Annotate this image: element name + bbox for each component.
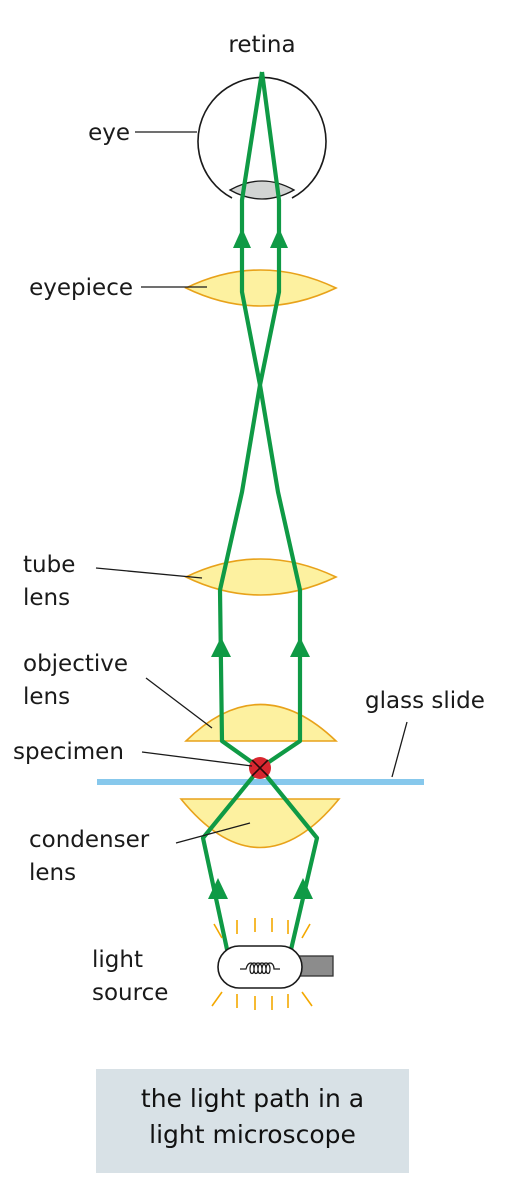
specimen-leader-line bbox=[141, 751, 253, 767]
objective-lens-leader-line bbox=[145, 677, 213, 729]
ray-arrow-eye-right bbox=[270, 228, 288, 248]
light-source-label-line-2: source bbox=[92, 980, 168, 1006]
glass-slide-leader-line bbox=[391, 721, 408, 778]
tube-lens bbox=[184, 558, 338, 596]
eye bbox=[197, 76, 327, 200]
condenser-lens-leader-line bbox=[175, 822, 251, 844]
eyepiece-label: eyepiece bbox=[29, 275, 133, 301]
eyepiece-lens bbox=[184, 269, 338, 307]
eye-label: eye bbox=[88, 120, 130, 146]
light-rays bbox=[200, 71, 320, 955]
specimen bbox=[249, 757, 271, 779]
tube-lens-label-line-1: tube bbox=[23, 552, 75, 578]
condenser-lens bbox=[179, 798, 341, 849]
condenser-lens-label-line-1: condenser bbox=[29, 827, 150, 853]
glass-slide bbox=[97, 779, 424, 785]
light-source-label-line-1: light bbox=[92, 947, 143, 973]
bulb-base bbox=[297, 955, 334, 977]
objective-lens-label-line-2: lens bbox=[23, 684, 70, 710]
bulb-glass bbox=[217, 945, 303, 989]
glass-slide-label: glass slide bbox=[365, 688, 485, 714]
objective-lens-label-line-1: objective bbox=[23, 651, 128, 677]
tube-lens-label-line-2: lens bbox=[23, 585, 70, 611]
caption-text: the light path in a light microscope bbox=[140, 1084, 365, 1149]
caption-box: the light path in a light microscope bbox=[96, 1069, 409, 1173]
bulb-glow-lines bbox=[211, 918, 313, 1010]
ray-arrow-tube-right bbox=[290, 637, 310, 657]
condenser-lens-label-line-2: lens bbox=[29, 860, 76, 886]
ray-arrow-source-left bbox=[208, 878, 228, 899]
ray-arrow-tube-left bbox=[211, 637, 231, 657]
eyeball bbox=[197, 76, 327, 199]
retina-label: retina bbox=[228, 32, 295, 58]
ray-arrow-eye-left bbox=[233, 228, 251, 248]
bulb-filament bbox=[240, 962, 280, 975]
light-bulb bbox=[211, 918, 334, 1010]
specimen-label: specimen bbox=[13, 739, 124, 765]
ray-arrow-source-right bbox=[293, 878, 313, 899]
objective-lens bbox=[184, 703, 338, 742]
tube-lens-leader-line bbox=[95, 567, 203, 579]
